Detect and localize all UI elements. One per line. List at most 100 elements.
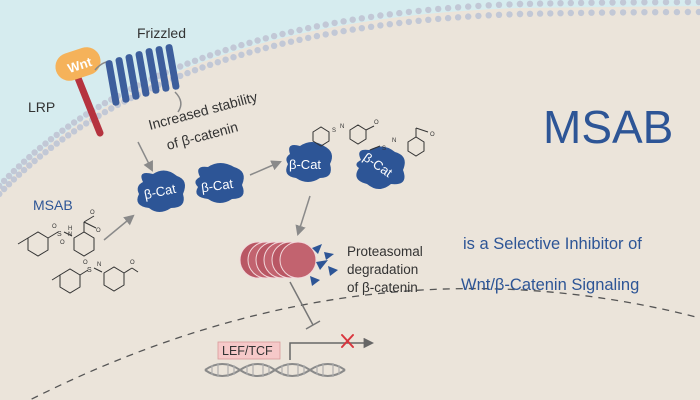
membrane-dot bbox=[0, 190, 3, 198]
membrane-dot bbox=[506, 11, 513, 18]
membrane-dot bbox=[95, 103, 102, 111]
membrane-dot bbox=[516, 0, 524, 8]
membrane-dot bbox=[10, 167, 18, 175]
headline-title: MSAB bbox=[543, 101, 673, 153]
membrane-dot bbox=[262, 35, 269, 42]
membrane-dot bbox=[444, 14, 452, 22]
membrane-dot bbox=[630, 0, 637, 6]
membrane-dot bbox=[26, 162, 33, 169]
membrane-dot bbox=[377, 22, 384, 29]
membrane-dot bbox=[313, 32, 321, 40]
membrane-dot bbox=[246, 39, 253, 46]
svg-text:N: N bbox=[68, 232, 72, 238]
membrane-dot bbox=[331, 29, 338, 36]
membrane-dot bbox=[322, 31, 329, 38]
membrane-dot bbox=[425, 16, 432, 23]
membrane-dot bbox=[246, 49, 253, 56]
binding-arrow bbox=[249, 160, 282, 176]
membrane-dot bbox=[485, 2, 492, 9]
membrane-dot bbox=[465, 3, 472, 10]
wnt-label: Wnt bbox=[66, 54, 95, 76]
signal-arrow bbox=[137, 141, 153, 172]
membrane-dot bbox=[662, 0, 670, 6]
lef-tcf-box bbox=[217, 341, 281, 360]
membrane-dot bbox=[367, 13, 375, 21]
membrane-dot bbox=[358, 25, 365, 32]
msab-molecule-structure-2: S O N O bbox=[51, 260, 139, 294]
beta-catenin-3 bbox=[286, 142, 332, 182]
membrane-dot bbox=[386, 21, 393, 28]
membrane-dot bbox=[557, 0, 564, 7]
frizzled-label: Frizzled bbox=[137, 25, 186, 41]
cell-body bbox=[0, 6, 700, 400]
membrane-dot bbox=[59, 127, 66, 134]
membrane-dot bbox=[684, 8, 692, 16]
membrane-dot bbox=[588, 0, 595, 6]
membrane-dot bbox=[287, 38, 295, 45]
membrane-dot bbox=[177, 63, 184, 70]
svg-text:O: O bbox=[90, 210, 95, 216]
membrane-dot bbox=[238, 41, 245, 49]
membrane-dot bbox=[377, 12, 384, 19]
beta-catenin-4 bbox=[356, 146, 405, 189]
membrane-dot bbox=[695, 0, 700, 6]
membrane-dot bbox=[567, 0, 574, 7]
membrane-dot bbox=[36, 144, 44, 152]
membrane-dot bbox=[191, 57, 199, 64]
proteasome-label-line3: of β-catenin bbox=[347, 280, 418, 295]
membrane-dot bbox=[475, 12, 482, 20]
svg-text:N: N bbox=[340, 124, 344, 130]
membrane-dot bbox=[31, 157, 38, 165]
bound-msab-structure-2: S N O bbox=[369, 127, 435, 157]
membrane-dot bbox=[184, 69, 191, 77]
membrane-dot bbox=[405, 8, 413, 16]
wnt-ligand bbox=[55, 47, 101, 81]
svg-text:N: N bbox=[392, 138, 396, 144]
membrane-dot bbox=[322, 21, 329, 28]
blocked-x-icon bbox=[341, 334, 354, 348]
membrane-dot bbox=[405, 18, 413, 26]
beta-catenin-1 bbox=[137, 170, 185, 212]
membrane-dot bbox=[313, 23, 321, 30]
membrane-dot bbox=[262, 44, 269, 52]
membrane-dot bbox=[59, 136, 66, 143]
membrane-dot bbox=[65, 123, 72, 130]
membrane-dot bbox=[516, 10, 524, 18]
membrane-dot bbox=[415, 7, 422, 15]
svg-text:O: O bbox=[430, 132, 435, 138]
svg-text:O: O bbox=[83, 260, 88, 266]
membrane-dot bbox=[598, 9, 606, 16]
membrane-dot bbox=[386, 11, 393, 18]
membrane-dot bbox=[588, 9, 595, 16]
membrane-dot bbox=[177, 72, 184, 80]
lrp-label: LRP bbox=[28, 99, 55, 115]
membrane-dot bbox=[10, 176, 18, 183]
proteasome bbox=[239, 241, 317, 279]
membrane-dot bbox=[367, 23, 375, 30]
membrane-dot bbox=[425, 6, 432, 14]
membrane-dot bbox=[222, 56, 229, 63]
membrane-dot bbox=[641, 0, 648, 6]
membrane-dot bbox=[206, 61, 214, 68]
svg-text:O: O bbox=[130, 260, 135, 266]
membrane-dot bbox=[42, 149, 49, 156]
membrane-dot bbox=[296, 26, 303, 34]
beta-catenin-2 bbox=[195, 163, 244, 203]
svg-text:O: O bbox=[60, 240, 65, 246]
svg-text:S: S bbox=[87, 267, 92, 274]
membrane-dot bbox=[435, 15, 442, 23]
membrane-dot bbox=[270, 32, 278, 40]
membrane-dot bbox=[619, 9, 627, 16]
bound-msab-structure-1: S N O bbox=[312, 120, 379, 147]
membrane-dot bbox=[101, 99, 109, 107]
membrane-dot bbox=[230, 44, 237, 51]
membrane-dot bbox=[70, 119, 78, 126]
membrane-dot bbox=[15, 171, 23, 178]
membrane-dot bbox=[254, 37, 261, 44]
membrane-dot bbox=[454, 4, 462, 11]
svg-text:S: S bbox=[382, 146, 386, 152]
nuclear-envelope bbox=[28, 287, 700, 400]
membrane-dot bbox=[536, 0, 544, 7]
membrane-dot bbox=[36, 153, 44, 160]
membrane-dot bbox=[31, 149, 38, 156]
